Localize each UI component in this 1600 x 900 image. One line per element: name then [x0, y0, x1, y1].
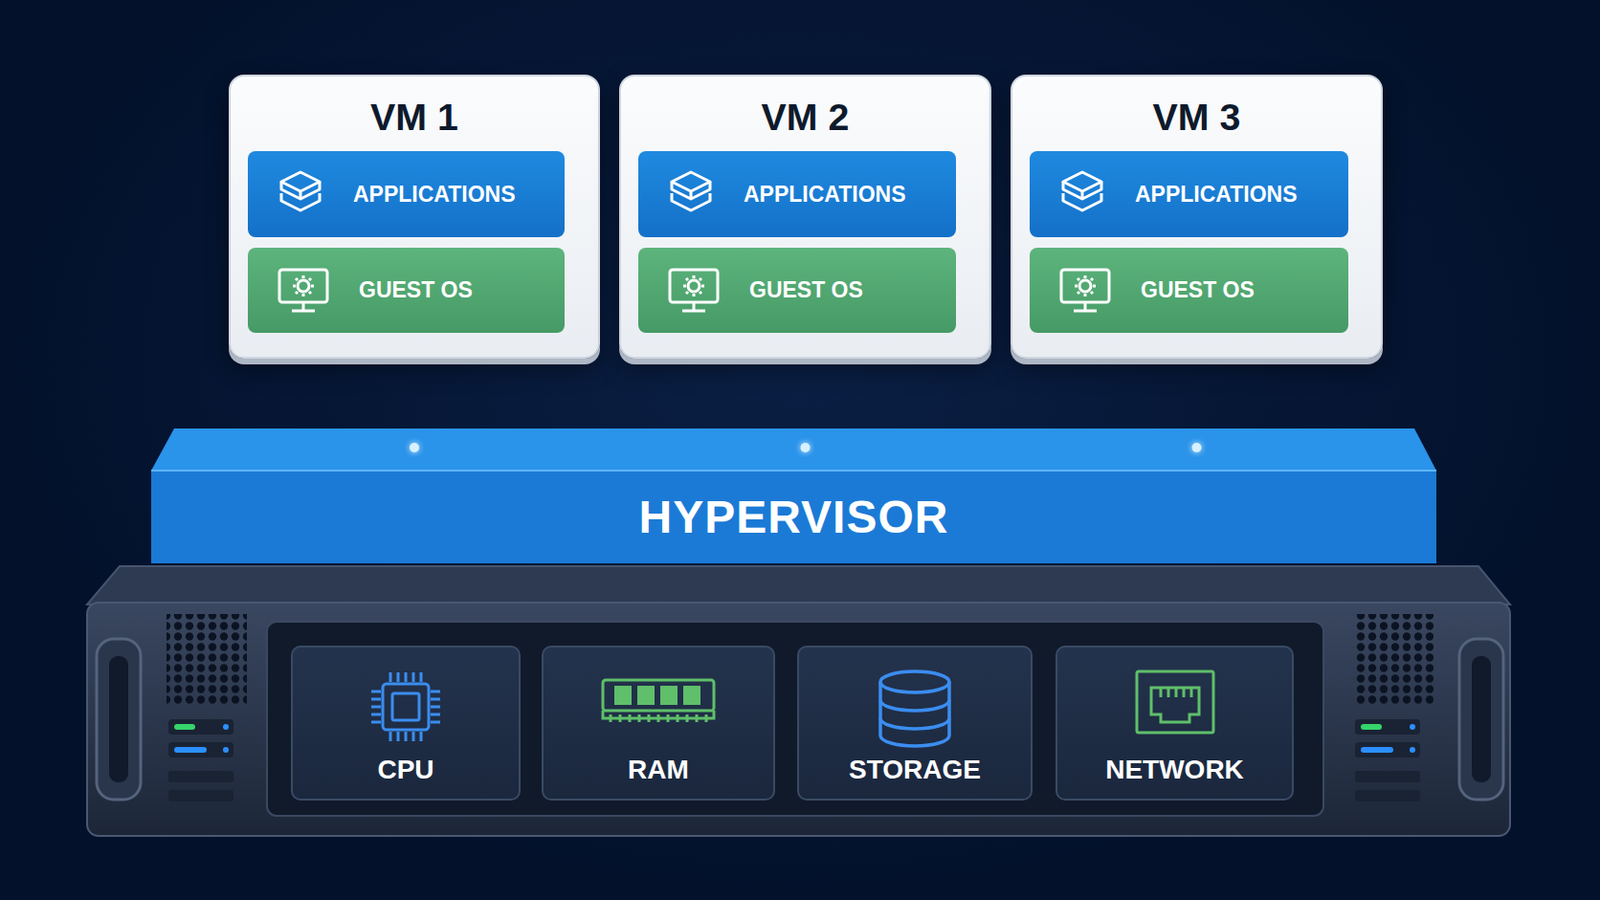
server-handle	[1459, 639, 1504, 800]
apps-icon	[666, 168, 715, 221]
os-icon	[666, 266, 721, 315]
connector-line	[1195, 368, 1199, 448]
layer-label: GUEST OS	[1140, 277, 1255, 304]
ram-tile: RAM	[541, 645, 776, 801]
os-icon	[1058, 266, 1112, 315]
layer-label: NETWORK	[1105, 755, 1245, 786]
applications-layer: APPLICATIONS	[638, 151, 956, 238]
disk-icon	[874, 668, 956, 750]
layer-label: HYPERVISOR	[639, 490, 950, 544]
connector-line	[413, 368, 417, 448]
storage-tile: STORAGE	[797, 645, 1033, 801]
server-handle	[96, 639, 141, 800]
vm-box: VM 3 APPLICATIONS GUEST OS	[1010, 74, 1383, 359]
connector-arrow	[1192, 368, 1202, 453]
server-handle	[109, 656, 129, 783]
connector-dot	[1192, 443, 1202, 453]
server-panel	[266, 622, 1324, 817]
connector-arrow	[409, 368, 420, 453]
server-chassis	[87, 602, 1511, 837]
connector-arrow	[800, 368, 811, 453]
hypervisor-edge	[151, 469, 1437, 472]
layer-label: GUEST OS	[749, 277, 864, 304]
layer-label: GUEST OS	[358, 277, 473, 304]
layer-label: RAM	[627, 755, 689, 786]
apps-icon	[1058, 168, 1107, 221]
hypervisor-top	[151, 428, 1437, 471]
net-icon	[1133, 668, 1217, 736]
layer-label: APPLICATIONS	[353, 181, 516, 208]
guest-os-layer: GUEST OS	[638, 247, 956, 334]
ram-icon	[599, 668, 718, 727]
apps-icon	[276, 168, 325, 221]
connector-dot	[800, 443, 811, 453]
hypervisor-band: HYPERVISOR	[151, 428, 1437, 564]
os-icon	[276, 266, 331, 315]
layer-label: STORAGE	[848, 755, 981, 786]
vm-box: VM 2 APPLICATIONS GUEST OS	[619, 74, 992, 359]
layer-label: APPLICATIONS	[743, 181, 907, 208]
guest-os-layer: GUEST OS	[1029, 247, 1349, 334]
guest-os-layer: GUEST OS	[247, 247, 565, 334]
connector-dot	[409, 443, 420, 453]
applications-layer: APPLICATIONS	[1029, 151, 1349, 238]
applications-layer: APPLICATIONS	[247, 151, 565, 238]
vm-box: VM 1 APPLICATIONS GUEST OS	[228, 74, 600, 359]
vm-title: VM 3	[1012, 95, 1381, 139]
connector-line	[803, 368, 807, 448]
server-handle	[1471, 656, 1491, 783]
cpu-icon	[367, 668, 445, 746]
vent-grille	[166, 614, 247, 705]
vent-grille	[1353, 614, 1434, 705]
cpu-tile: CPU	[290, 645, 521, 801]
network-tile: NETWORK	[1055, 645, 1294, 801]
hypervisor-front	[151, 470, 1437, 564]
server-lid	[87, 566, 1511, 605]
layer-label: CPU	[377, 755, 434, 786]
vm-title: VM 2	[621, 95, 990, 139]
vm-title: VM 1	[230, 95, 599, 139]
layer-label: APPLICATIONS	[1134, 181, 1298, 208]
